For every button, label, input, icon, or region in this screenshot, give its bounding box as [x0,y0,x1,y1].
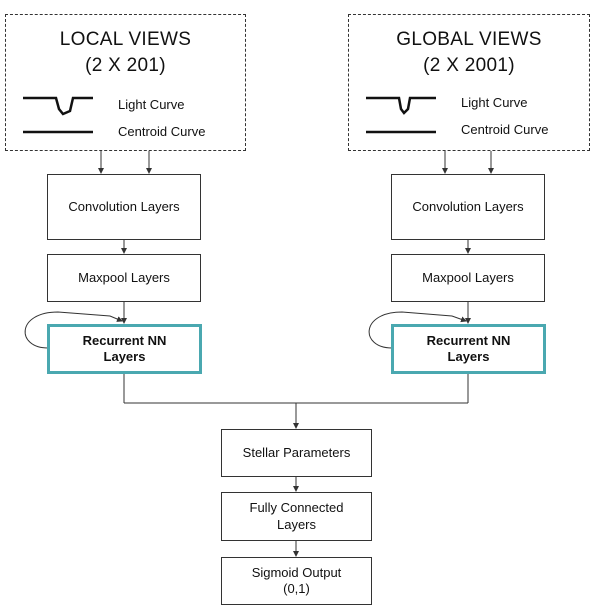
fully-connected-layers-box: Fully Connected Layers [221,492,372,541]
recurrent-loop-left [24,311,123,349]
right-maxpool-layers-box: Maxpool Layers [391,254,545,302]
global-views-title-line2: (2 X 2001) [423,54,515,76]
local-legend-light-curve: Light Curve [118,97,185,112]
global-views-title-line1: GLOBAL VIEWS [396,29,542,50]
light-curve-icon [366,96,436,115]
local-views-panel: LOCAL VIEWS (2 X 201) Light Curve Centro… [5,14,246,151]
local-views-title-line1: LOCAL VIEWS [59,29,192,50]
centroid-curve-icon [23,130,93,134]
centroid-curve-icon [366,130,436,134]
global-legend-centroid-curve: Centroid Curve [461,122,549,137]
right-recurrent-nn-label: Recurrent NN Layers [426,332,511,364]
global-views-panel: GLOBAL VIEWS (2 X 2001) Light Curve Cent… [348,14,590,151]
right-convolution-layers-box: Convolution Layers [391,174,545,240]
right-convolution-layers-label: Convolution Layers [412,198,524,214]
left-maxpool-layers-box: Maxpool Layers [47,254,201,302]
sigmoid-output-range: (0,1) [283,581,310,596]
right-recurrent-nn-box: Recurrent NN Layers [391,324,546,374]
left-recurrent-nn-label: Recurrent NN Layers [82,332,167,364]
sigmoid-output-label: Sigmoid Output [251,564,342,580]
local-legend-centroid-curve: Centroid Curve [118,124,206,139]
local-views-title-line2: (2 X 201) [85,54,166,76]
fully-connected-layers-label: Fully Connected Layers [249,500,344,532]
left-recurrent-nn-box: Recurrent NN Layers [47,324,202,374]
right-maxpool-layers-label: Maxpool Layers [422,269,514,285]
global-views-title: GLOBAL VIEWS (2 X 2001) [349,27,589,78]
left-convolution-layers-label: Convolution Layers [68,198,180,214]
stellar-parameters-label: Stellar Parameters [242,444,351,460]
left-maxpool-layers-label: Maxpool Layers [78,269,170,285]
global-legend-light-curve: Light Curve [461,95,528,110]
light-curve-icon [23,96,93,116]
sigmoid-output-box: Sigmoid Output (0,1) [221,557,372,605]
left-convolution-layers-box: Convolution Layers [47,174,201,240]
stellar-parameters-box: Stellar Parameters [221,429,372,477]
local-views-title: LOCAL VIEWS (2 X 201) [6,27,245,78]
recurrent-loop-right [368,311,467,349]
